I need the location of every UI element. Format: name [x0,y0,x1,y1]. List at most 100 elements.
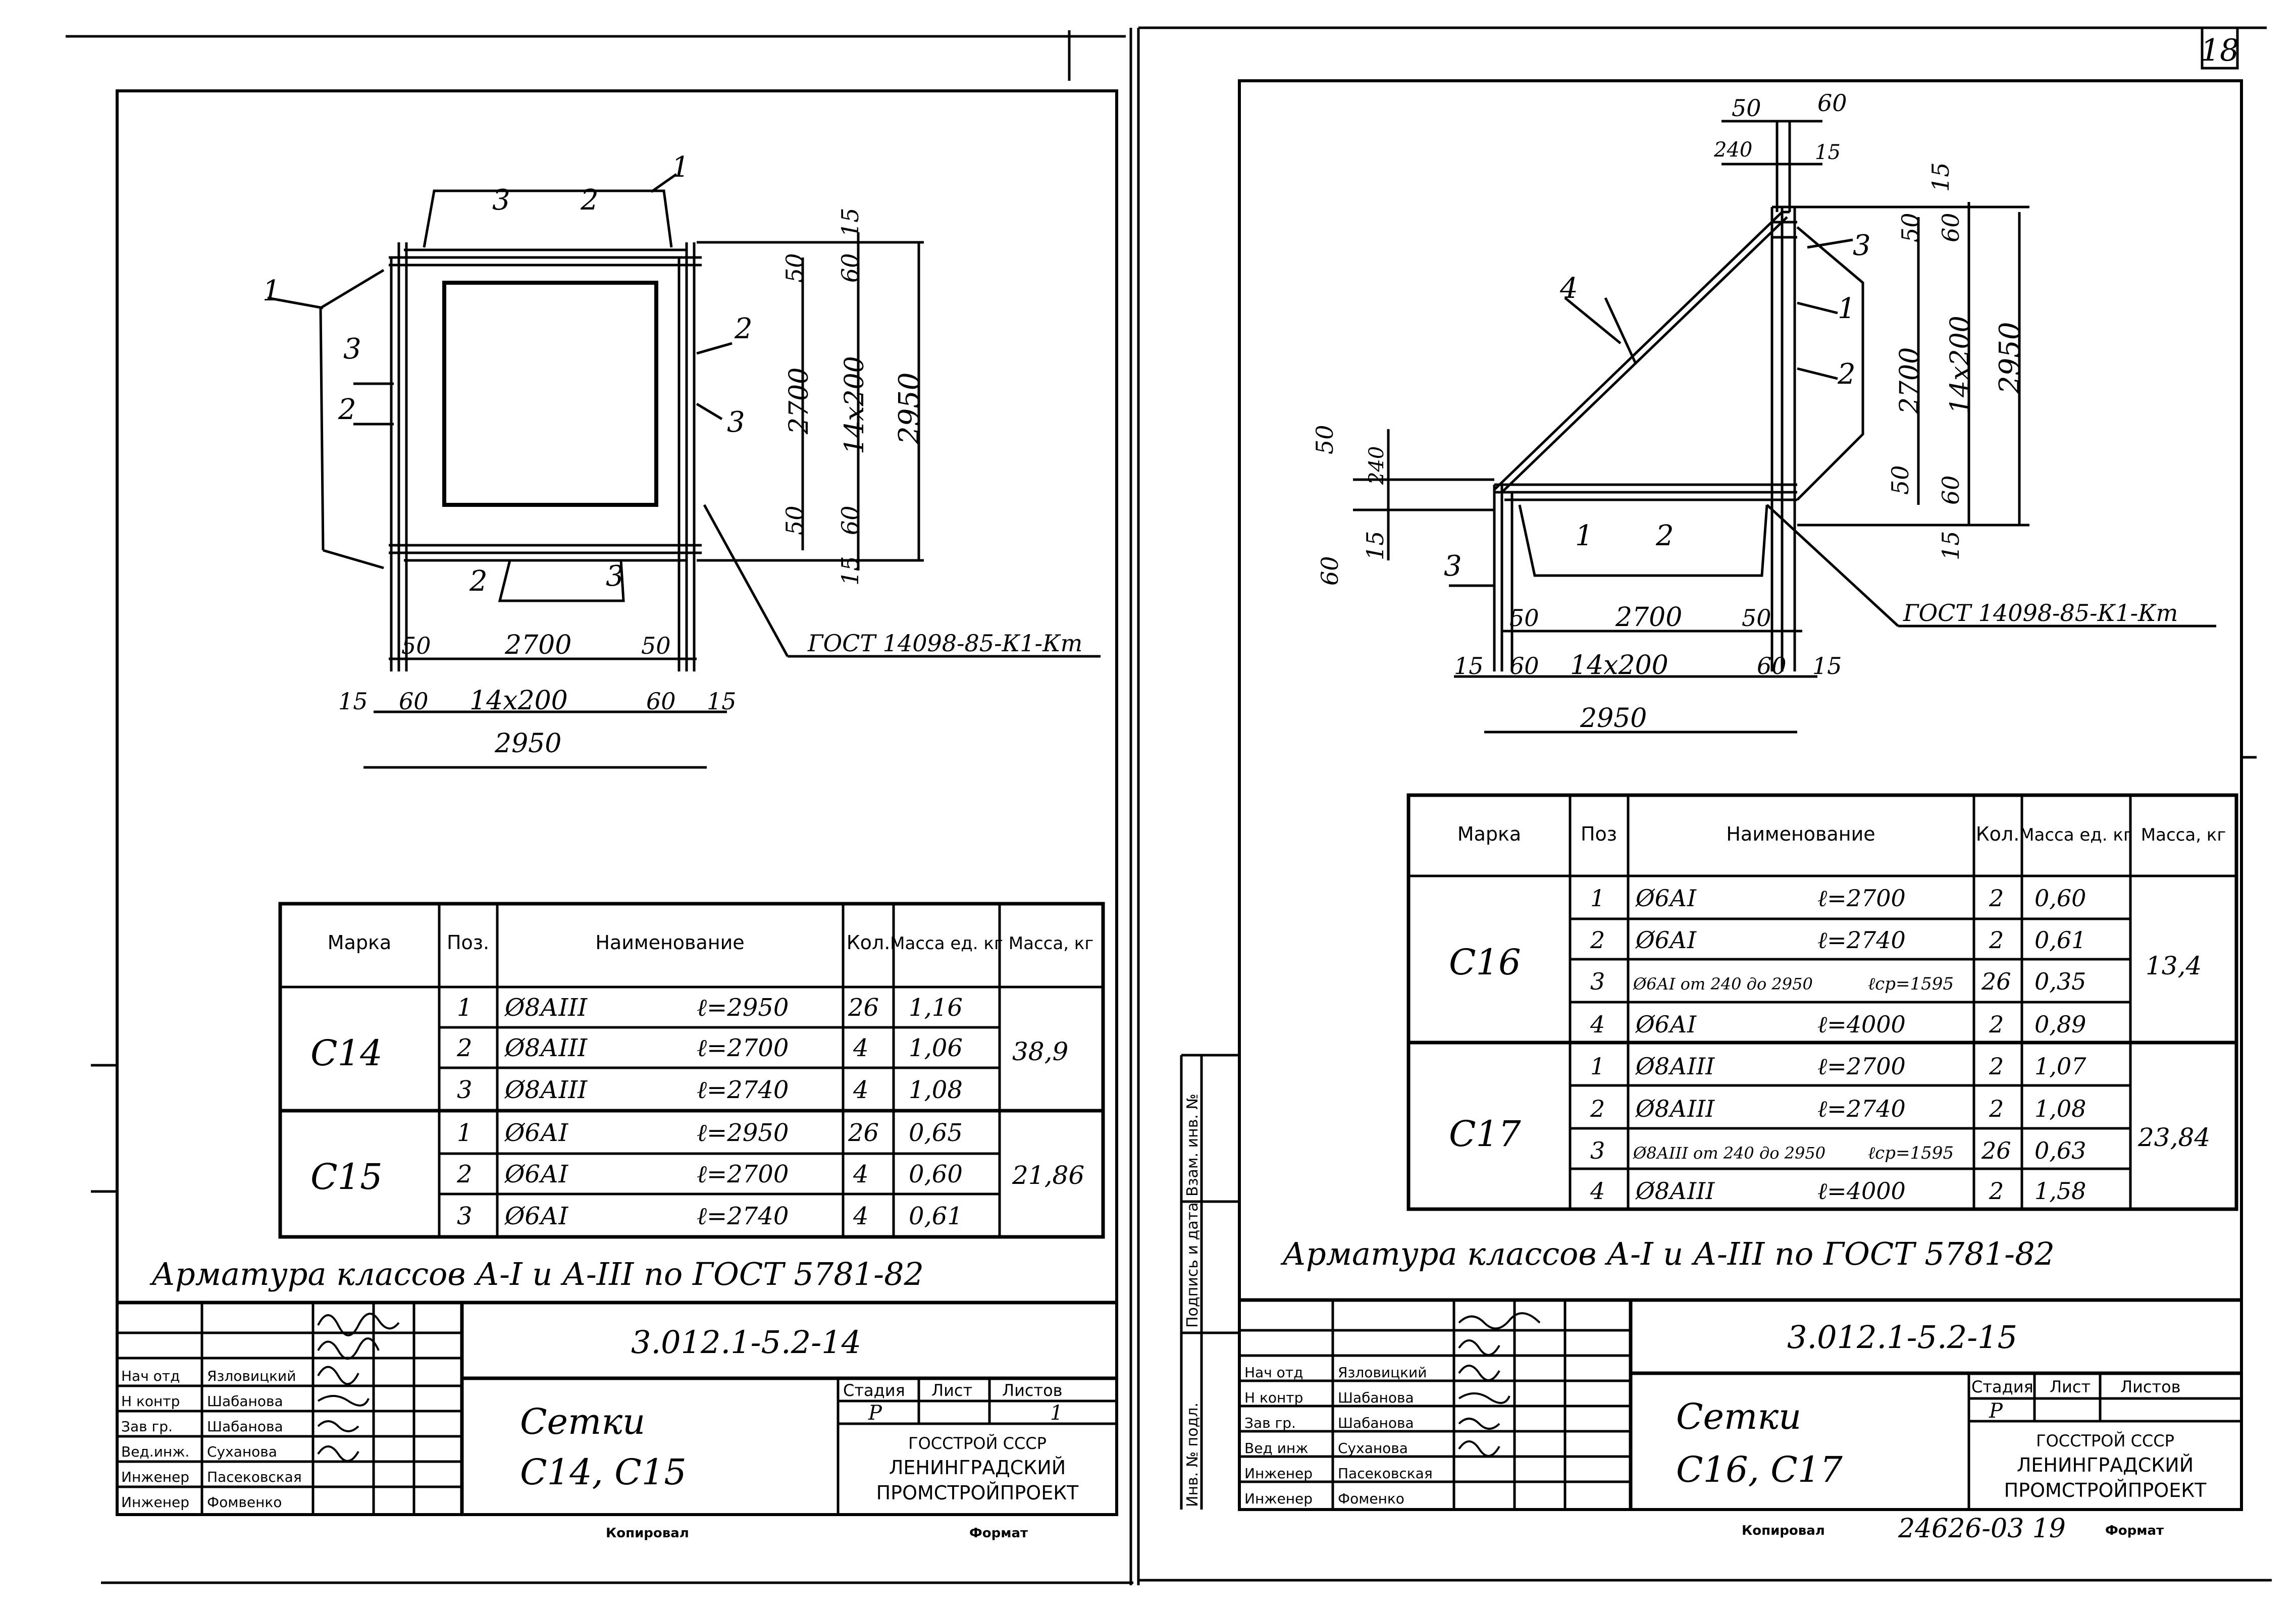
role: Зав гр. [121,1418,173,1435]
stamp-code-right: 3.012.1-5.2-15 [1787,1319,2017,1356]
format-left: Формат [969,1526,1028,1541]
length-cell: ℓ=2740 [697,1076,789,1104]
mass-cell: 38,9 [1012,1037,1068,1066]
stamp-title1-left: Сетки [520,1401,645,1442]
name-cell: Ø8АIII от 240 до 2950 [1633,1144,1825,1163]
dim: 2950 [893,372,926,445]
side-strip: Инв. № подл. Подпись и дата Взам. инв. № [1184,1094,1202,1507]
side-strip-sign: Подпись и дата [1184,1203,1202,1328]
note-left: Арматура классов А-I и А-III по ГОСТ 578… [149,1256,924,1292]
dim: 60 [1817,89,1847,117]
unit-cell: 0,61 [2034,926,2086,954]
sheets-label: Листов [2120,1377,2181,1396]
pos-cell: 1 [1590,1053,1605,1080]
sheet-value: 1 [1050,1401,1063,1425]
pos-cell: 2 [456,1160,473,1188]
name-cell: Ø6АI [1635,926,1697,954]
dim: 50 [1311,425,1338,454]
unit-cell: 0,61 [909,1202,963,1230]
table-body-left: С14 38,9 С15 21,86 1 Ø8АIII ℓ=2950 26 1,… [310,994,1084,1230]
role: Нач отд [121,1368,180,1384]
length-cell: ℓср=1595 [1868,974,1954,994]
callout: 4 [1559,272,1578,305]
stamp-meta-left: Стадия Лист Листов Р 1 ГОССТРОЙ СССР ЛЕН… [843,1381,1079,1504]
length-cell: ℓ=2740 [697,1202,789,1230]
dim: 50 [401,632,431,659]
length-cell: ℓ=2700 [697,1034,789,1062]
unit-cell: 0,60 [2034,885,2086,912]
stage-value: Р [1989,1399,2003,1423]
name-cell: Ø6АI от 240 до 2950 [1633,974,1813,994]
th-pos: Поз. [447,931,489,954]
role: Инженер [121,1494,189,1511]
th-unit-mass: Масса ед. кг [890,933,1003,954]
gost-callout-right: ГОСТ 14098-85-К1-Кт [1903,599,2178,627]
right-dims: 50 60 240 15 15 50 60 2700 14x200 2950 5… [1311,89,2026,734]
signatures [317,1312,1541,1462]
th-pos: Поз [1581,823,1617,845]
unit-cell: 1,08 [909,1076,963,1104]
qty-cell: 2 [1989,1177,2004,1205]
dim: 50 [781,253,808,283]
dim: 14x200 [840,356,870,454]
name-cell: Ø8АIII [504,1076,588,1104]
name-cell: Ø6АI [504,1119,568,1147]
name-cell: Ø8АIII [1635,1177,1715,1205]
qty-cell: 4 [853,1160,869,1188]
callout: 2 [580,184,599,217]
org-line: ГОССТРОЙ СССР [908,1434,1047,1453]
role: Н контр [121,1393,180,1410]
stamp-grid-left [117,1301,1117,1515]
role: Н контр [1244,1389,1303,1406]
dim: 60 [837,253,864,283]
org-line: ЛЕНИНГРАДСКИЙ [889,1457,1066,1479]
person: Фомвенко [207,1494,282,1511]
role: Инженер [121,1469,189,1485]
mark-cell: С14 [310,1032,383,1074]
dim: 60 [1937,475,1964,505]
pos-cell: 1 [457,994,473,1022]
dim: 15 [1815,141,1841,164]
mass-cell: 13,4 [2146,951,2202,980]
length-cell: ℓ=4000 [1817,1177,1906,1205]
person: Язловицкий [207,1368,296,1384]
dim: 2950 [494,729,561,759]
unit-cell: 0,65 [909,1119,963,1147]
dim: 14x200 [1945,316,1975,414]
length-cell: ℓ=2700 [1817,1053,1906,1080]
dim: 15 [1362,531,1389,560]
unit-cell: 0,89 [2034,1011,2086,1038]
callout: 3 [343,333,361,366]
dim: 50 [1887,465,1914,495]
unit-cell: 0,63 [2034,1137,2086,1164]
dim: 15 [1812,652,1842,680]
stamp-people-left: Нач отд Язловицкий Н контр Шабанова Зав … [121,1368,302,1511]
length-cell: ℓ=2700 [697,1160,789,1188]
person: Шабанова [1338,1415,1414,1431]
th-qty: Кол. [847,931,891,954]
length-cell: ℓ=2700 [1817,885,1906,912]
dim: 2700 [1895,347,1925,414]
mark-cell: С17 [1449,1113,1521,1155]
table-grid-right [1406,793,2238,1211]
pos-cell: 2 [1590,1095,1605,1122]
th-name: Наименование [595,931,744,954]
unit-cell: 1,58 [2034,1177,2086,1205]
table-body-right: С16 13,4 С17 23,84 1 Ø6АI ℓ=2700 2 0,60 … [1449,885,2210,1205]
dim: 15 [1454,652,1484,680]
dim: 2950 [1994,322,2026,394]
side-strip-inv: Инв. № подл. [1184,1403,1202,1507]
right-mesh-drawing [1353,120,2216,734]
dim: 60 [399,688,429,715]
mass-cell: 23,84 [2137,1123,2210,1152]
stamp-title1-right: Сетки [1676,1396,1801,1437]
pos-cell: 3 [1590,1137,1605,1164]
copied-left: Копировал [606,1526,689,1541]
table-header-right: Марка Поз Наименование Кол. Масса ед. кг… [1457,823,2226,845]
sheet-label: Лист [931,1381,972,1400]
role: Инженер [1244,1490,1313,1507]
qty-cell: 4 [853,1202,869,1230]
dim: 50 [1509,604,1539,632]
org-line: ПРОМСТРОЙПРОЕКТ [876,1482,1079,1504]
